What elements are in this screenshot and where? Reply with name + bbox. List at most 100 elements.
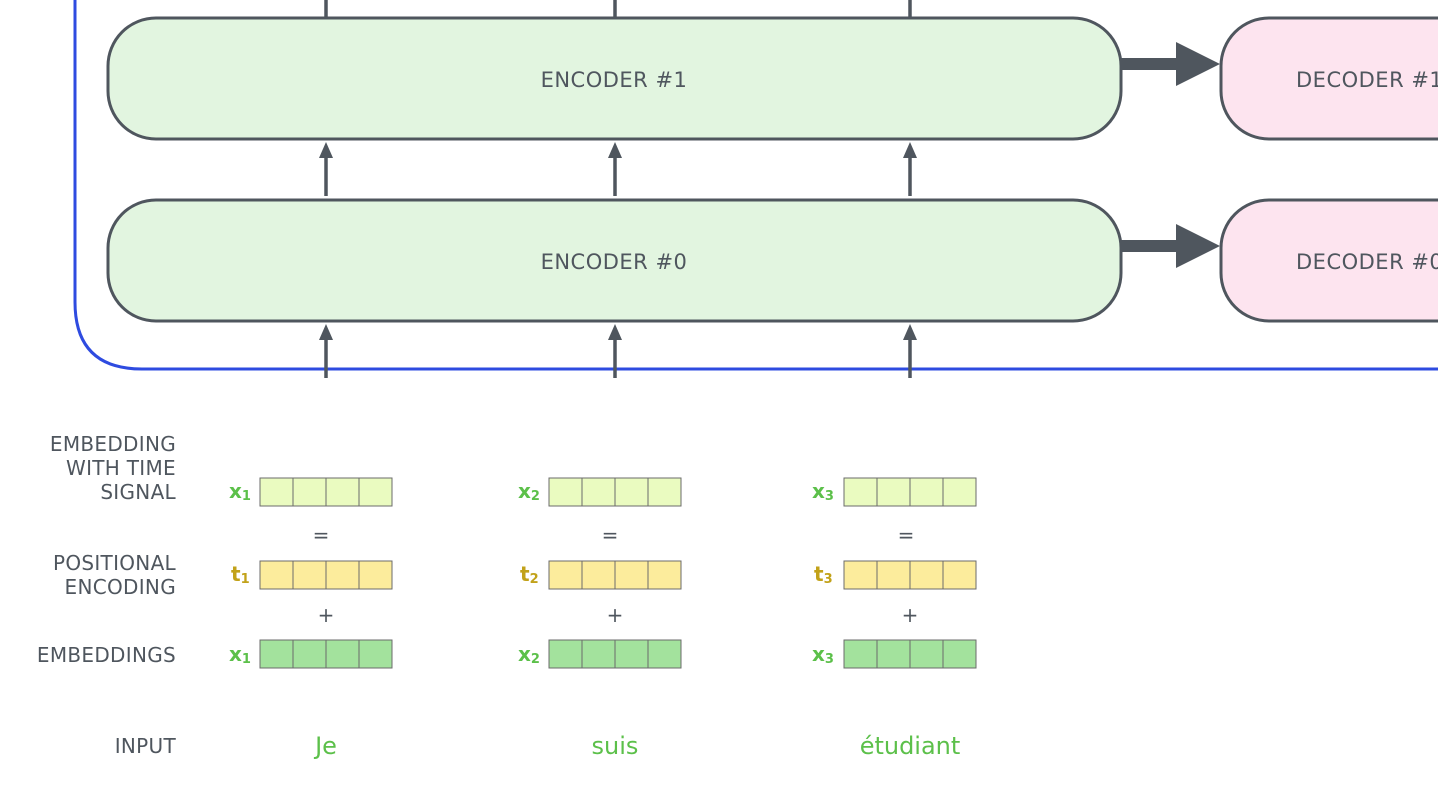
embedding-var-2: x2 (518, 642, 540, 667)
time-signal-var-3: x3 (812, 479, 834, 504)
vector-cell (259, 477, 294, 507)
vector-cell (358, 477, 393, 507)
vector-cell (647, 477, 682, 507)
vector-cell (843, 639, 878, 669)
row-labels: EMBEDDING WITH TIME SIGNAL POSITIONAL EN… (37, 432, 177, 758)
encoder-0-label: ENCODER #0 (541, 250, 688, 274)
mid-arrow-head-1 (319, 142, 333, 158)
embedding-time-signal-label-line-3: SIGNAL (100, 480, 176, 504)
token-column-2: x2 = t2 + x2 suis (518, 477, 682, 760)
embedding-var-3: x3 (812, 642, 834, 667)
vector-cell (581, 477, 616, 507)
enc0-dec0-arrow-head (1176, 224, 1220, 268)
vector-cell (548, 639, 583, 669)
encoder-arrows (319, 0, 917, 378)
time-signal-var-1: x1 (229, 479, 251, 504)
decoder-1-box (1219, 16, 1438, 141)
bottom-arrow-head-1 (319, 324, 333, 340)
embedding-vector-2 (548, 639, 682, 669)
time-signal-vector-2 (548, 477, 682, 507)
bottom-arrow-head-3 (903, 324, 917, 340)
vector-cell (358, 560, 393, 590)
vector-cell (647, 560, 682, 590)
enc1-dec1-arrow-shaft (1121, 58, 1181, 70)
time-signal-vector-3 (843, 477, 977, 507)
vector-cell (292, 560, 327, 590)
input-word-1: Je (313, 732, 337, 760)
vector-cell (942, 560, 977, 590)
encoder-1: ENCODER #1 (106, 16, 1123, 141)
token-column-1: x1 = t1 + x1 Je (229, 477, 393, 760)
encoder-0-box (106, 198, 1123, 323)
positional-var-2: t2 (520, 562, 539, 587)
plus-sign-2: + (607, 603, 624, 627)
positional-vector-2 (548, 560, 682, 590)
vector-cell (843, 477, 878, 507)
vector-cell (581, 639, 616, 669)
vector-cell (581, 560, 616, 590)
embedding-vector-1 (259, 639, 393, 669)
token-column-3: x3 = t3 + x3 étudiant (812, 477, 977, 760)
decoder-0: DECODER #0 (1219, 198, 1438, 323)
mid-arrow-head-2 (608, 142, 622, 158)
vector-cell (548, 477, 583, 507)
decoder-1-label: DECODER #1 (1296, 68, 1438, 92)
positional-encoding-label-line-2: ENCODING (65, 575, 176, 599)
vector-cell (259, 560, 294, 590)
encoder-1-box (106, 16, 1123, 141)
decoder-0-label: DECODER #0 (1296, 250, 1438, 274)
vector-cell (843, 560, 878, 590)
vector-cell (909, 639, 944, 669)
input-label: INPUT (115, 734, 177, 758)
embedding-vector-3 (843, 639, 977, 669)
vector-cell (876, 639, 911, 669)
enc0-dec0-arrow-shaft (1121, 240, 1181, 252)
time-signal-vector-1 (259, 477, 393, 507)
vector-cell (614, 639, 649, 669)
encoder-1-label: ENCODER #1 (541, 68, 688, 92)
vector-cell (292, 477, 327, 507)
equals-sign-3: = (898, 523, 915, 547)
decoder-1: DECODER #1 (1219, 16, 1438, 141)
enc1-dec1-arrow-head (1176, 42, 1220, 86)
equals-sign-2: = (602, 523, 619, 547)
vector-cell (876, 560, 911, 590)
input-word-2: suis (592, 732, 639, 760)
vector-cell (909, 477, 944, 507)
positional-vector-1 (259, 560, 393, 590)
bottom-arrow-head-2 (608, 324, 622, 340)
vector-cell (647, 639, 682, 669)
encoder-decoder-arrows (1121, 42, 1220, 268)
input-word-3: étudiant (860, 732, 961, 760)
vector-cell (259, 639, 294, 669)
vector-cell (358, 639, 393, 669)
vector-cell (942, 477, 977, 507)
vector-cell (548, 560, 583, 590)
vector-cell (876, 477, 911, 507)
encoder-0: ENCODER #0 (106, 198, 1123, 323)
vector-cell (325, 639, 360, 669)
positional-var-1: t1 (231, 562, 250, 587)
plus-sign-3: + (902, 603, 919, 627)
vector-cell (292, 639, 327, 669)
equals-sign-1: = (313, 523, 330, 547)
encoder-stack-frame (73, 0, 1438, 371)
vector-cell (614, 560, 649, 590)
vector-cell (909, 560, 944, 590)
plus-sign-1: + (318, 603, 335, 627)
embedding-var-1: x1 (229, 642, 251, 667)
time-signal-var-2: x2 (518, 479, 540, 504)
embeddings-label: EMBEDDINGS (37, 643, 176, 667)
embedding-time-signal-label-line-1: EMBEDDING (50, 432, 176, 456)
positional-var-3: t3 (814, 562, 833, 587)
vector-cell (614, 477, 649, 507)
vector-cell (325, 477, 360, 507)
vector-cell (942, 639, 977, 669)
vector-cell (325, 560, 360, 590)
embedding-time-signal-label-line-2: WITH TIME (66, 456, 176, 480)
decoder-0-box (1219, 198, 1438, 323)
mid-arrow-head-3 (903, 142, 917, 158)
positional-vector-3 (843, 560, 977, 590)
positional-encoding-label-line-1: POSITIONAL (53, 551, 177, 575)
